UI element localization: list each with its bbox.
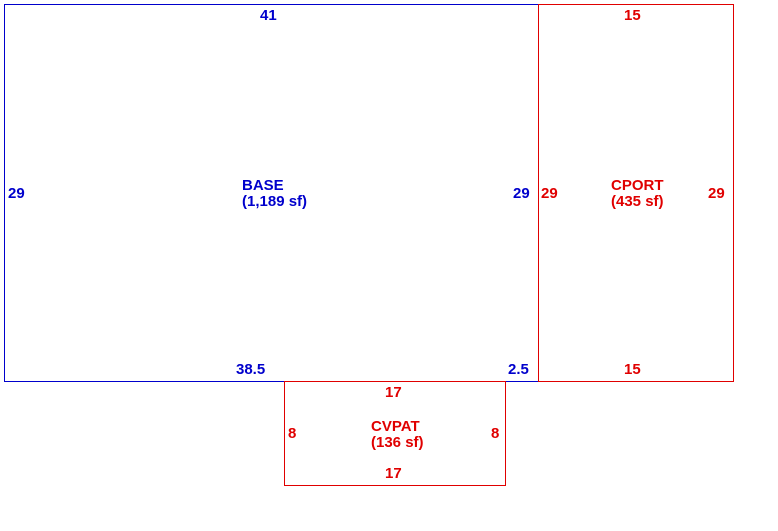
base-left-dimension: 29 [8, 185, 25, 202]
cvpat-area-size: (136 sf) [371, 434, 424, 451]
cport-area-outline [538, 4, 734, 382]
cport-area-name: CPORT [611, 177, 664, 194]
base-area-name: BASE [242, 177, 284, 194]
base-top-dimension: 41 [260, 7, 277, 24]
cport-left-dimension: 29 [541, 185, 558, 202]
base-area-size: (1,189 sf) [242, 193, 308, 210]
cvpat-area-label: CVPAT (136 sf) [371, 419, 424, 451]
cvpat-area-outline [284, 381, 506, 486]
cvpat-right-dimension: 8 [491, 425, 500, 442]
cport-area-size: (435 sf) [611, 193, 664, 210]
base-right-dimension: 29 [513, 185, 530, 202]
cvpat-top-dimension: 17 [385, 384, 402, 401]
cvpat-left-dimension: 8 [288, 425, 297, 442]
base-bottom-offset-dimension: 2.5 [508, 361, 529, 378]
base-bottom-dimension: 38.5 [236, 361, 266, 378]
cvpat-area-name: CVPAT [371, 418, 420, 435]
base-area-label: BASE (1,189 sf) [242, 178, 307, 210]
cport-area-label: CPORT (435 sf) [611, 178, 664, 210]
cport-right-dimension: 29 [708, 185, 725, 202]
cvpat-bottom-dimension: 17 [385, 465, 402, 482]
cport-bottom-dimension: 15 [624, 361, 641, 378]
cport-top-dimension: 15 [624, 7, 641, 24]
